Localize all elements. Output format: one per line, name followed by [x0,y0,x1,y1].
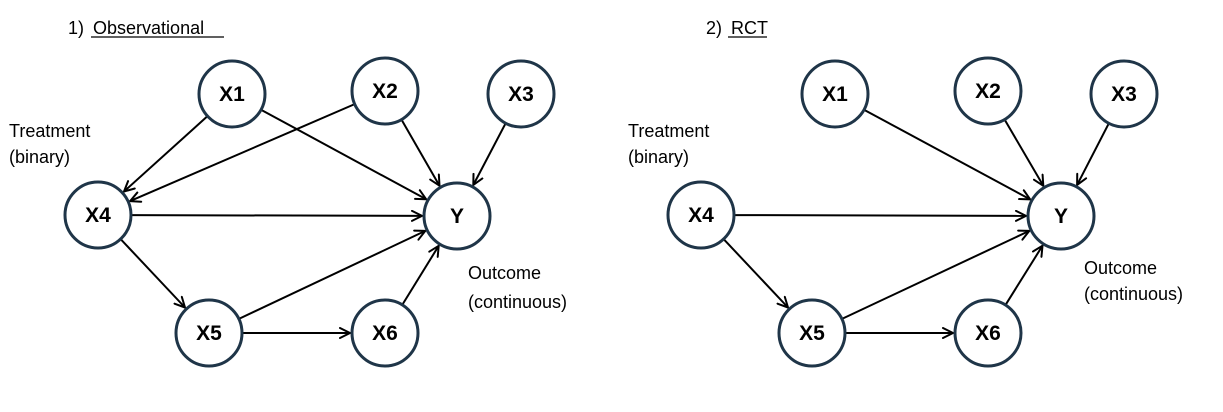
node-label: Y [450,205,464,228]
node-label: X6 [372,322,398,345]
node-x1: X1 [197,59,267,129]
edge-x1-to-y [261,109,428,201]
node-x2: X2 [350,56,420,126]
node-circle [486,59,556,129]
node-circle [197,59,267,129]
panel-number: 1) [68,18,84,38]
edge-x4-to-x5 [120,239,186,309]
node-circle [1026,181,1096,251]
panel-title: 2) RCT [706,18,768,38]
node-circle [350,298,420,368]
node-circle [777,298,847,368]
edge-group [120,103,507,339]
node-label: X5 [196,322,222,345]
node-label: X3 [508,83,534,106]
node-label: X2 [372,80,398,103]
node-label: X4 [688,204,714,227]
node-x6: X6 [350,298,420,368]
node-circle [666,180,736,250]
node-circle [422,181,492,251]
node-x3: X3 [1089,59,1159,129]
node-label: X2 [975,80,1001,103]
edge-x2-to-y [1004,119,1045,187]
edge-x1-to-x4 [123,116,208,193]
edge-x2-to-y [401,120,441,187]
edge-x5-to-y [842,229,1031,320]
outcome-caption: Outcome (continuous) [1084,258,1183,304]
node-circle [953,56,1023,126]
node-y: Y [1026,181,1096,251]
edge-x2-to-x4 [129,103,355,203]
treatment-caption: Treatment (binary) [9,121,95,167]
edge-group [723,109,1110,339]
node-x5: X5 [777,298,847,368]
panel-rct: 2) RCT Treatment (binary) Outcome (conti… [628,18,1183,368]
node-label: X1 [219,83,245,106]
outcome-caption: Outcome (continuous) [468,263,567,312]
edge-x4-to-y [734,209,1027,222]
node-label: X5 [799,322,825,345]
node-x5: X5 [174,298,244,368]
edge-x5-to-y [239,229,427,320]
edge-x1-to-y [864,109,1032,201]
node-label: X3 [1111,83,1137,106]
node-circle [953,298,1023,368]
node-circle [800,59,870,129]
node-circle [350,56,420,126]
panel-number: 2) [706,18,722,38]
panel-title-text: Observational [93,18,204,38]
edge-x4-to-x5 [723,239,789,309]
edge-x6-to-y [401,244,440,305]
node-label: X6 [975,322,1001,345]
node-label: X4 [85,204,111,227]
node-circle [63,180,133,250]
node-x1: X1 [800,59,870,129]
node-x6: X6 [953,298,1023,368]
node-x2: X2 [953,56,1023,126]
panel-title-text: RCT [731,18,768,38]
edge-x4-to-y [131,209,423,222]
node-x3: X3 [486,59,556,129]
node-label: X1 [822,83,848,106]
edge-x6-to-y [1005,244,1044,305]
node-circle [174,298,244,368]
node-label: Y [1054,205,1068,228]
edge-x3-to-y [1076,123,1110,186]
node-x4: X4 [63,180,133,250]
panel-observational: 1) Observational Treatment (binary) Outc… [9,18,567,368]
node-circle [1089,59,1159,129]
node-x4: X4 [666,180,736,250]
treatment-caption: Treatment (binary) [628,121,714,167]
panel-title: 1) Observational [68,18,204,38]
node-y: Y [422,181,492,251]
edge-x3-to-y [472,123,507,186]
